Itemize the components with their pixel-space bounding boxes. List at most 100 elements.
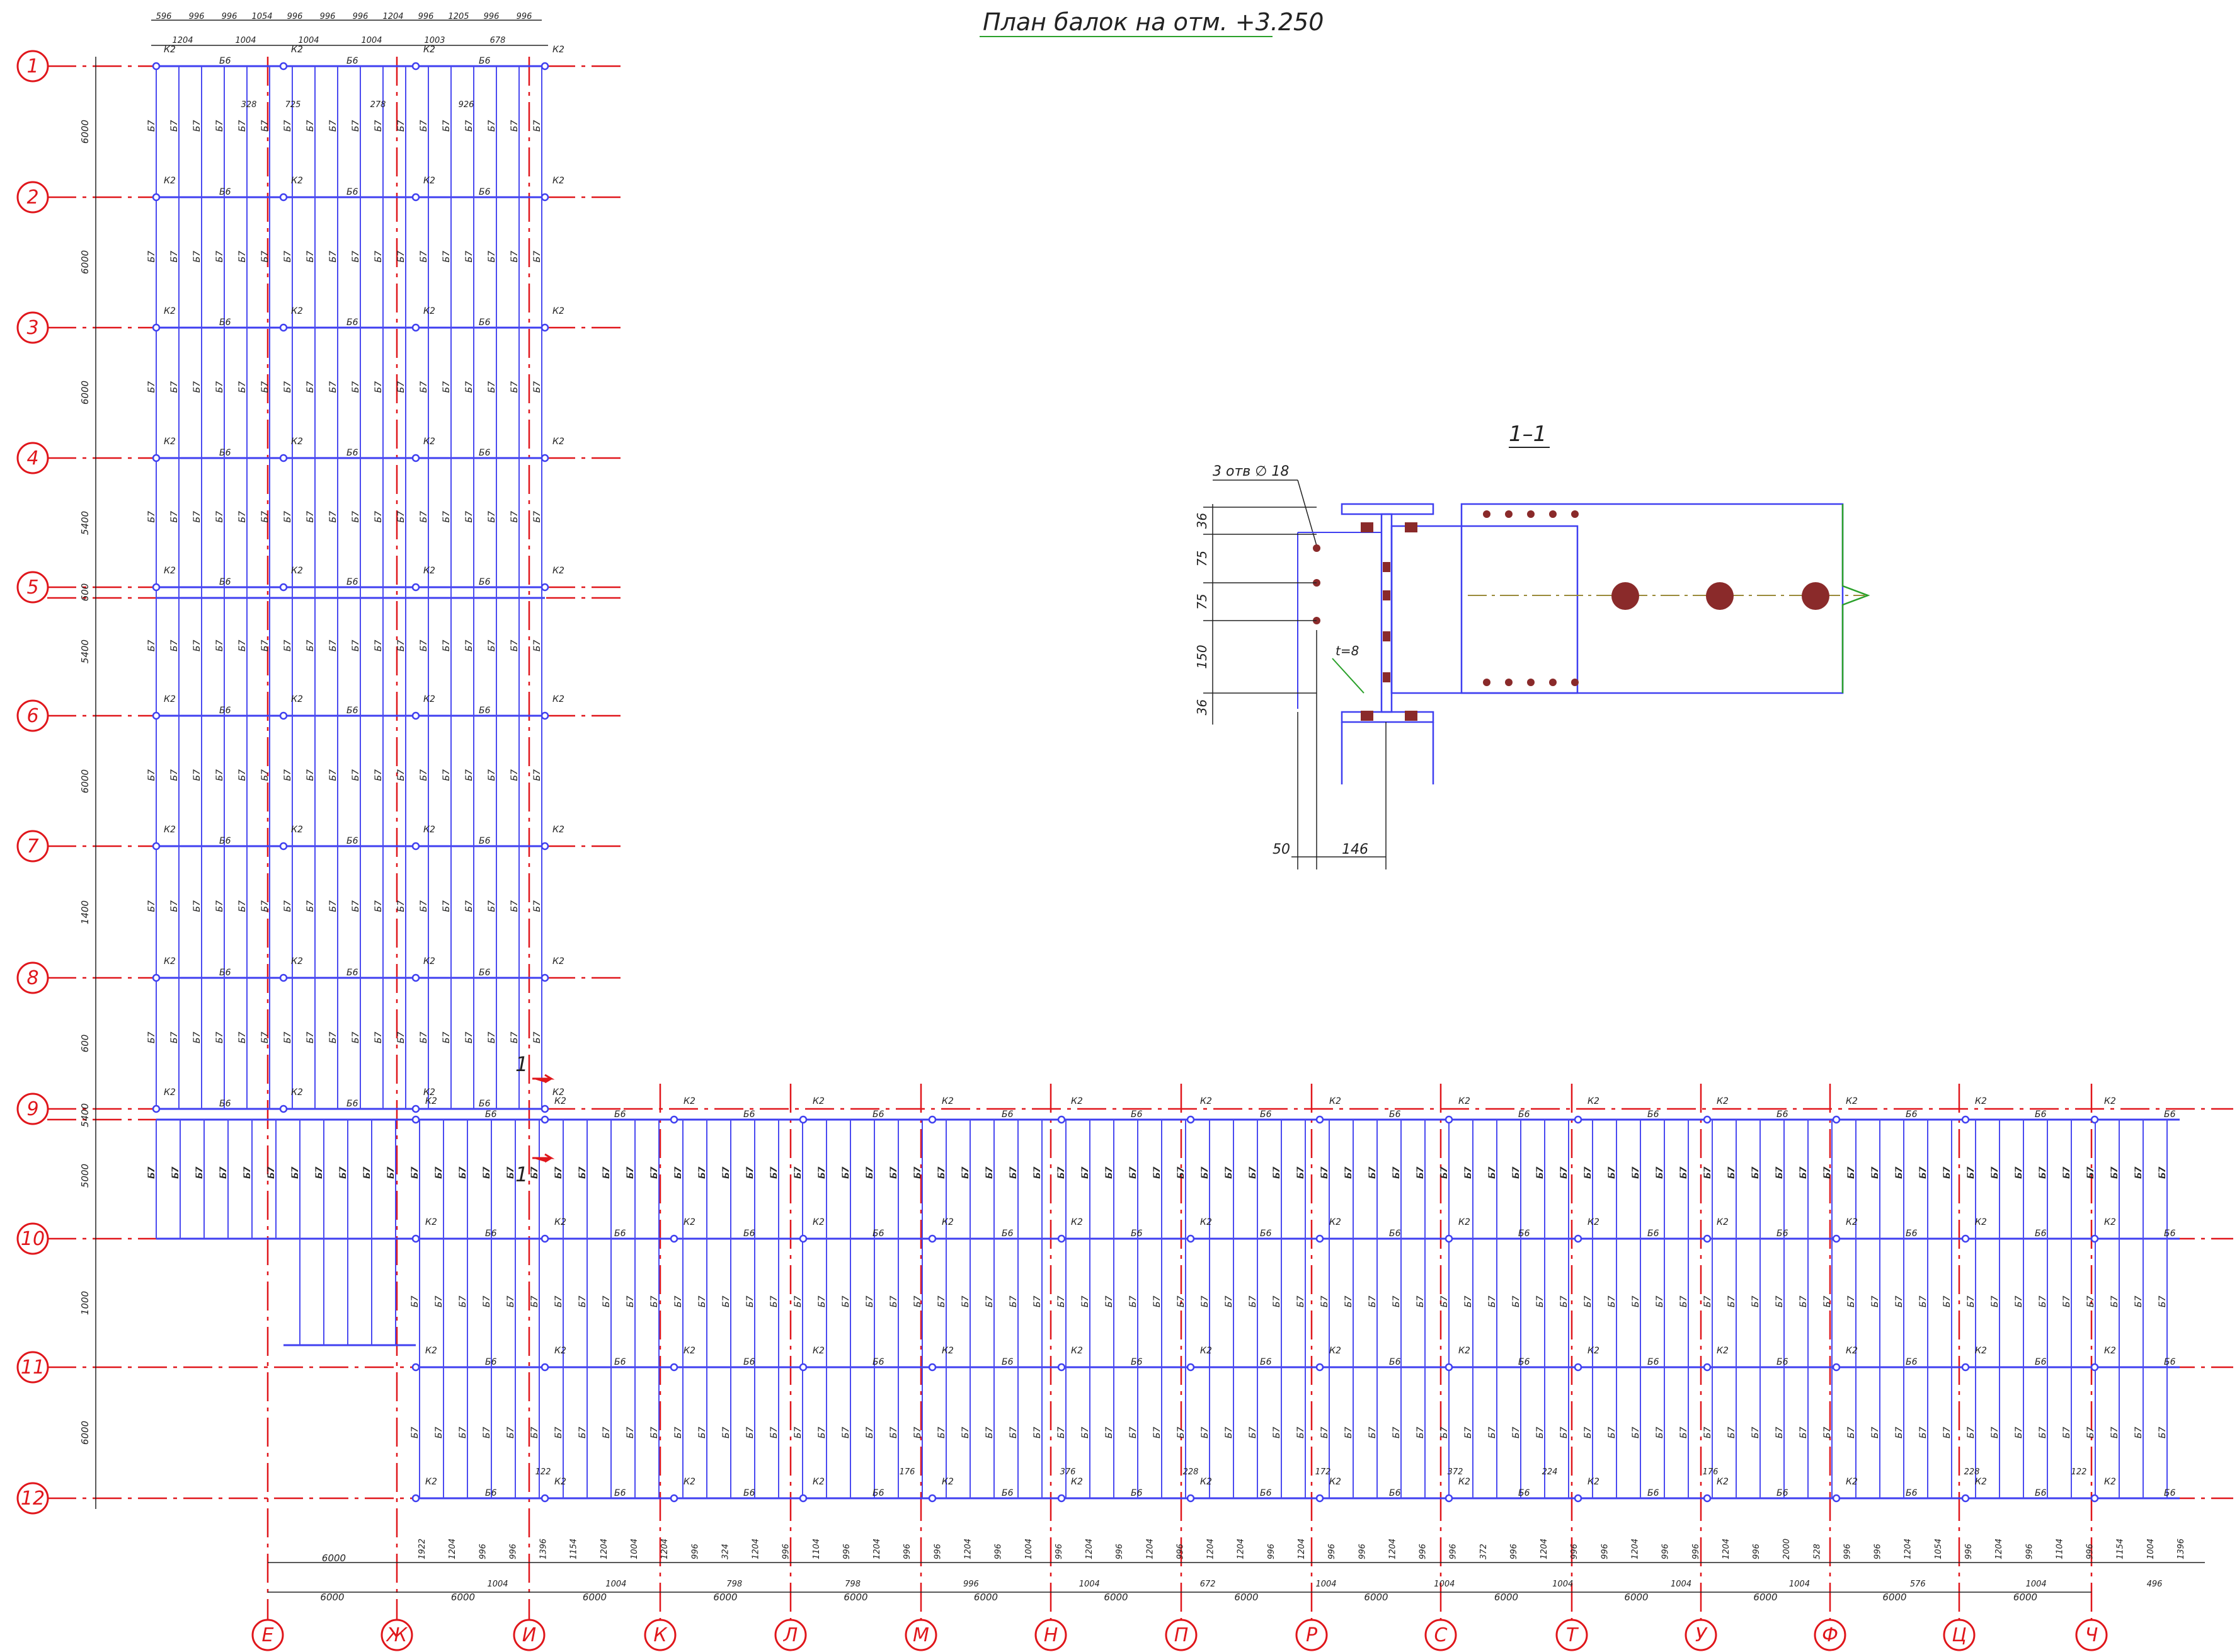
joist-mark: Б7 (985, 1295, 995, 1307)
column-mark: К2 (1200, 1217, 1212, 1227)
dimensions-group: 6000600060005400600540060001400600540050… (79, 12, 2205, 1603)
column-node (1057, 1115, 1066, 1124)
joist-mark: Б7 (2038, 1166, 2048, 1178)
joist-mark: Б7 (482, 1167, 492, 1179)
joist-mark: Б7 (374, 900, 384, 912)
girder-mark: Б6 (1647, 1110, 1659, 1120)
joist-mark: Б7 (419, 640, 429, 651)
joist-mark: Б7 (290, 1166, 300, 1178)
joist-mark: Б7 (1344, 1426, 1354, 1438)
joist-mark: Б7 (649, 1295, 660, 1307)
joist-mark: Б7 (1607, 1295, 1617, 1307)
bottom-detail-dim: 1004 (2146, 1539, 2156, 1559)
top-dim-2: 1004 (298, 36, 319, 45)
joist-mark: Б7 (283, 769, 293, 781)
joist-mark: Б7 (328, 1031, 338, 1043)
joist-mark: Б7 (2062, 1167, 2072, 1179)
girder-mark: Б6 (2164, 1229, 2176, 1239)
joist-mark: Б7 (1272, 1167, 1282, 1179)
joist-mark: Б7 (1559, 1295, 1569, 1307)
joist-mark: Б7 (464, 640, 474, 651)
column-node (799, 1115, 808, 1124)
joist-mark: Б7 (913, 1426, 923, 1438)
joist-mark: Б7 (530, 1166, 540, 1178)
row-axis-bubble-4 (16, 442, 49, 474)
joist-mark: Б7 (532, 120, 542, 132)
joist-mark: Б7 (374, 640, 384, 651)
joist-mark: Б7 (673, 1166, 684, 1178)
joist-mark: Б7 (2134, 1166, 2144, 1178)
column-axis-label: Н (1044, 1624, 1058, 1646)
joist-mark: Б7 (510, 511, 520, 523)
joist-mark: Б7 (865, 1167, 875, 1179)
joist-mark: Б7 (721, 1295, 731, 1307)
bottom-detail-dim-2: 798 (726, 1580, 742, 1589)
joist-mark: Б7 (192, 120, 202, 132)
joist-mark: Б7 (554, 1426, 564, 1438)
column-mark: К2 (423, 45, 435, 55)
bottom-detail-dim: 324 (721, 1544, 730, 1559)
break-line (1841, 504, 1870, 693)
column-node (670, 1234, 678, 1243)
row-axis-label: 3 (26, 317, 38, 339)
joist-mark: Б7 (260, 120, 270, 132)
joist-mark: Б7 (1487, 1167, 1497, 1179)
joist-mark: Б7 (1559, 1167, 1569, 1179)
joist-mark: Б7 (219, 1167, 229, 1179)
column-node (1445, 1494, 1453, 1503)
joist-mark: Б7 (192, 640, 202, 651)
column-node (411, 1234, 420, 1243)
column-node (1574, 1234, 1582, 1243)
column-mark: К2 (1458, 1096, 1470, 1106)
column-mark: К2 (684, 1477, 695, 1487)
column-mark: К2 (1329, 1477, 1341, 1487)
column-mark: К2 (164, 566, 176, 576)
row-axis-label: 11 (21, 1357, 45, 1379)
joist-mark: Б7 (2062, 1295, 2072, 1307)
joist-mark: Б7 (283, 120, 293, 132)
joist-mark: Б7 (487, 511, 497, 523)
joist-mark: Б7 (1009, 1167, 1019, 1179)
joist-mark: Б7 (649, 1426, 660, 1438)
joist-mark: Б7 (482, 1295, 492, 1307)
row-axis-label: 2 (26, 186, 38, 209)
column-node (670, 1494, 678, 1503)
joist-mark: Б7 (147, 640, 157, 651)
row-axis-label: 7 (26, 835, 38, 858)
joist-mark: Б7 (442, 251, 452, 263)
joist-mark: Б7 (419, 769, 429, 781)
joist-mark: Б7 (487, 640, 497, 651)
girder-mark: Б6 (2035, 1488, 2047, 1498)
bottom-detail-dim: 1922 (418, 1539, 427, 1559)
joist-mark: Б7 (1727, 1426, 1737, 1438)
girder-mark: Б6 (485, 1229, 497, 1239)
flange-bolts (1361, 510, 1579, 721)
joist-mark: Б7 (328, 120, 338, 132)
beam-body (1460, 503, 1844, 694)
bottom-detail-dim-2: 1004 (1789, 1580, 1810, 1589)
joist-mark: Б7 (260, 1031, 270, 1043)
joist-mark: Б7 (1703, 1426, 1713, 1438)
inner-dim: 278 (370, 100, 386, 110)
joist-mark: Б7 (1751, 1295, 1761, 1307)
column-node (541, 454, 549, 462)
joist-mark: Б7 (442, 769, 452, 781)
column-node (1703, 1115, 1712, 1124)
joist-mark: Б7 (1894, 1166, 1904, 1178)
joist-mark: Б7 (351, 640, 361, 651)
joist-mark: Б7 (1894, 1426, 1904, 1438)
girder-mark: Б6 (1389, 1110, 1401, 1120)
girder-mark: Б6 (346, 187, 358, 197)
column-axis-label: К (653, 1624, 668, 1646)
girder-mark: Б6 (614, 1229, 626, 1239)
joist-mark: Б7 (215, 381, 225, 393)
joist-mark: Б7 (793, 1167, 803, 1179)
bottom-detail-dim: 996 (2086, 1544, 2095, 1559)
bottom-detail-dim: 1204 (872, 1539, 882, 1559)
column-axis-label: Т (1566, 1624, 1579, 1646)
column-mark: К2 (423, 825, 435, 835)
joist-mark: Б7 (1272, 1295, 1282, 1307)
column-node (541, 1494, 549, 1503)
column-node (1574, 1494, 1582, 1503)
